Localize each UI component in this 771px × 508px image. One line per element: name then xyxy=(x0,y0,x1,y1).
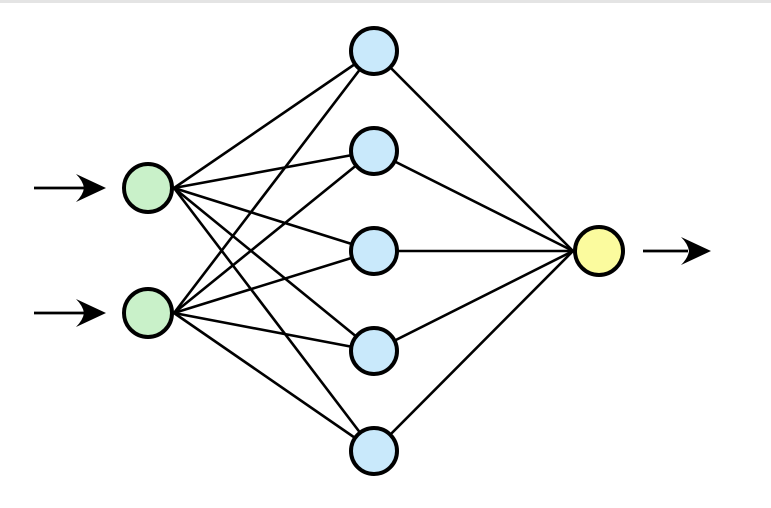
edge-i1-h3 xyxy=(173,186,375,253)
edge-i2-h3 xyxy=(173,249,375,315)
input-arrow-1-head-icon xyxy=(76,174,106,202)
edge-h1-o1 xyxy=(373,50,574,252)
input-arrow-2-head-icon xyxy=(76,299,106,327)
nodes-layer xyxy=(122,26,625,476)
edge-h2-o1 xyxy=(373,149,574,253)
window-top-border xyxy=(0,0,771,3)
edge-h5-o1 xyxy=(373,250,574,452)
hidden-node-2 xyxy=(349,126,399,176)
edge-i1-h4 xyxy=(173,186,375,353)
edge-i2-h2 xyxy=(173,149,375,315)
edges-layer xyxy=(172,49,574,453)
hidden-node-1 xyxy=(349,26,399,76)
output-node-1 xyxy=(573,225,625,277)
edge-i2-h4 xyxy=(173,311,375,353)
edge-i1-h1 xyxy=(173,49,375,190)
edge-i1-h2 xyxy=(173,149,375,190)
output-arrow-head-icon xyxy=(681,237,711,265)
arrows-layer xyxy=(34,174,711,327)
edge-h4-o1 xyxy=(373,249,574,353)
hidden-node-3 xyxy=(349,226,399,276)
hidden-node-5 xyxy=(349,426,399,476)
edge-i2-h1 xyxy=(172,50,376,314)
input-node-2 xyxy=(122,287,174,339)
edge-i2-h5 xyxy=(173,311,375,453)
input-node-1 xyxy=(122,162,174,214)
hidden-node-4 xyxy=(349,326,399,376)
edge-i1-h5 xyxy=(172,187,376,452)
